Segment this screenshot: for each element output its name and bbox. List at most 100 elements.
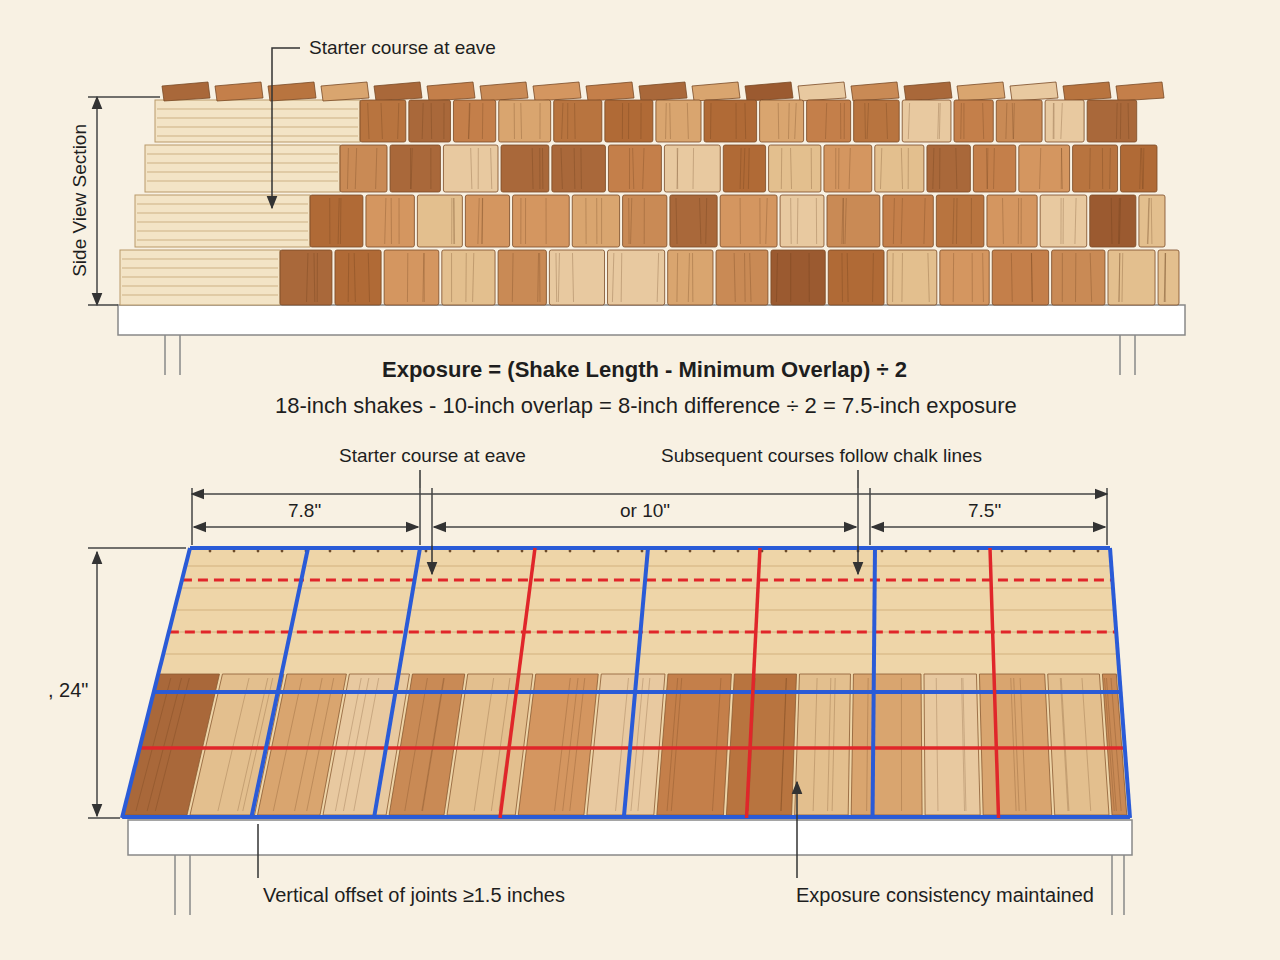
wood-grain xyxy=(880,148,881,189)
wood-grain xyxy=(399,198,400,244)
wood-grain xyxy=(340,198,341,244)
wood-grain xyxy=(1147,198,1148,244)
wood-grain xyxy=(1060,198,1061,244)
wood-shake xyxy=(215,82,263,101)
annotation-label: Exposure = (Shake Length - Minimum Overl… xyxy=(379,357,910,383)
nail-dot xyxy=(449,550,452,553)
wood-grain xyxy=(621,253,623,302)
wood-grain xyxy=(901,148,902,189)
wood-grain xyxy=(381,103,382,139)
wood-shake xyxy=(417,195,462,247)
board-line xyxy=(163,653,1118,654)
wood-grain xyxy=(778,103,780,139)
wood-grain xyxy=(368,253,369,302)
wood-grain xyxy=(423,678,445,811)
height-dimension xyxy=(88,97,160,305)
wood-shake xyxy=(1087,100,1137,142)
wood-grain xyxy=(842,198,843,244)
wood-grain xyxy=(354,253,355,302)
wood-grain xyxy=(843,198,844,244)
sheathing-board xyxy=(155,100,360,142)
wood-shake xyxy=(321,82,369,101)
wood-shake xyxy=(940,250,989,305)
wood-grain xyxy=(676,148,678,189)
nail-dot xyxy=(833,550,836,553)
chalk-line xyxy=(747,548,760,818)
annotation-label: or 10" xyxy=(617,500,673,523)
chalk-line xyxy=(140,746,1125,750)
wood-grain xyxy=(939,103,941,139)
wood-grain xyxy=(555,253,557,302)
wood-grain xyxy=(546,198,547,244)
eave-board xyxy=(128,820,1132,855)
wood-grain xyxy=(700,198,701,244)
nail-dot xyxy=(401,550,404,553)
wood-grain xyxy=(491,678,510,811)
wood-grain xyxy=(740,148,742,189)
wood-grain xyxy=(520,103,522,139)
wood-grain xyxy=(1012,103,1014,139)
wood-shake xyxy=(771,250,825,305)
wood-grain xyxy=(828,678,831,811)
wood-grain xyxy=(937,103,939,139)
wood-grain xyxy=(1013,103,1015,139)
wood-grain xyxy=(669,103,671,139)
wood-grain xyxy=(657,253,658,302)
wood-grain xyxy=(676,198,677,244)
wood-grain xyxy=(338,198,339,244)
chalk-line xyxy=(624,548,648,818)
wood-shake xyxy=(1040,195,1087,247)
wood-grain xyxy=(1119,253,1121,302)
wood-grain xyxy=(665,103,667,139)
wood-grain xyxy=(1032,253,1033,302)
wood-shake xyxy=(957,82,1005,101)
chalk-line xyxy=(500,548,535,818)
wood-grain xyxy=(572,253,573,302)
nail-dot xyxy=(569,550,572,553)
wood-grain xyxy=(563,678,578,811)
board-line xyxy=(157,118,358,119)
wood-grain xyxy=(596,198,597,244)
wood-shake xyxy=(704,100,757,142)
wood-grain xyxy=(766,198,767,244)
wood-shake xyxy=(366,195,414,247)
annotation-label: 18-inch shakes - 10-inch overlap = 8-inc… xyxy=(272,393,1020,419)
board-line xyxy=(147,163,338,164)
wood-shake xyxy=(716,250,768,305)
wood-grain xyxy=(748,148,750,189)
wood-grain xyxy=(343,678,368,811)
wood-grain xyxy=(710,103,712,139)
wood-shake xyxy=(827,195,880,247)
wood-grain xyxy=(864,103,866,139)
wood-grain xyxy=(1061,148,1063,189)
wood-shake xyxy=(554,100,602,142)
wood-shake xyxy=(664,145,720,192)
wood-shake xyxy=(608,145,661,192)
wood-grain xyxy=(422,103,424,139)
wood-shake xyxy=(1048,674,1109,815)
wood-grain xyxy=(539,253,540,302)
wood-shake xyxy=(883,195,933,247)
nail-dot xyxy=(953,550,956,553)
wood-grain xyxy=(348,253,350,302)
wood-grain xyxy=(1006,103,1007,139)
wood-shake xyxy=(670,195,717,247)
board-line xyxy=(137,240,308,241)
wood-grain xyxy=(601,198,602,244)
nail-dot xyxy=(1097,550,1100,553)
wood-shake xyxy=(726,674,796,815)
wood-shake xyxy=(1063,82,1111,101)
wood-shake xyxy=(720,195,777,247)
chalk-line xyxy=(122,548,190,818)
chalk-line xyxy=(251,548,308,818)
wood-shake xyxy=(780,195,824,247)
wood-shake xyxy=(499,100,551,142)
nail-dot xyxy=(233,550,236,553)
wood-grain xyxy=(1060,678,1068,811)
wood-grain xyxy=(1119,198,1120,244)
wood-grain xyxy=(539,103,540,139)
nail-dot xyxy=(617,550,620,553)
leader-lines xyxy=(258,470,858,878)
wood-shake xyxy=(904,82,952,101)
